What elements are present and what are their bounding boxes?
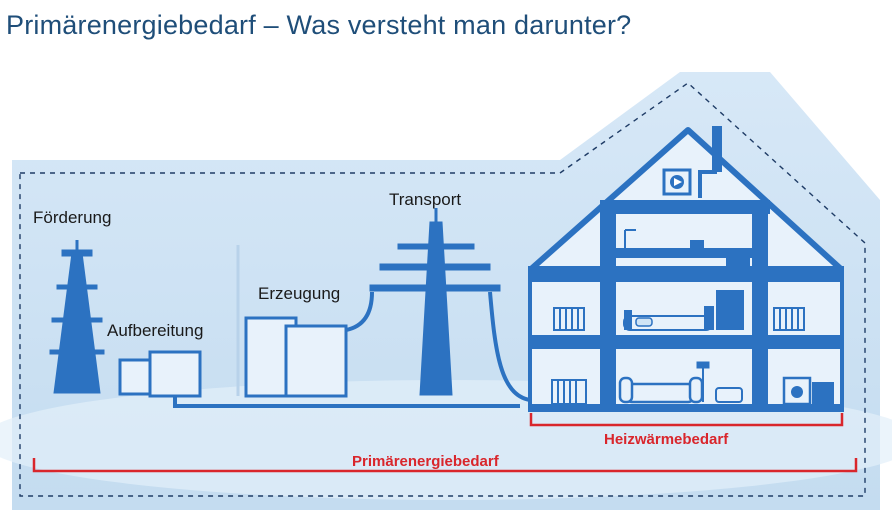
label-foerderung: Förderung (33, 208, 111, 227)
radiator-icon (553, 307, 805, 331)
processing-plant-icon (118, 350, 202, 398)
oil-rig-icon (49, 240, 105, 394)
power-plant-icon (244, 316, 348, 398)
primaer-bracket (32, 458, 858, 473)
sofa-icon (618, 376, 704, 404)
bed-icon (623, 306, 714, 331)
label-aufbereitung: Aufbereitung (107, 321, 203, 340)
label-transport: Transport (389, 190, 461, 209)
energy-pipe (173, 396, 520, 408)
appliance-icon (782, 376, 834, 406)
radiator-icon (551, 379, 587, 405)
heat-pump-icon (662, 168, 692, 196)
lamp-icon (696, 361, 710, 402)
power-cable-right (488, 291, 531, 402)
power-pylon-icon (369, 208, 501, 396)
power-cable-left (345, 291, 374, 332)
table-icon (715, 387, 743, 403)
heizwaerme-bracket (529, 413, 844, 427)
page-title: Primärenergiebedarf – Was versteht man d… (6, 10, 632, 40)
label-erzeugung: Erzeugung (258, 284, 340, 303)
dashed-boundary (19, 82, 866, 497)
wardrobe-icon (716, 290, 744, 330)
label-primaer: Primärenergiebedarf (352, 453, 500, 470)
label-heizwaerme: Heizwärmebedarf (604, 431, 729, 448)
